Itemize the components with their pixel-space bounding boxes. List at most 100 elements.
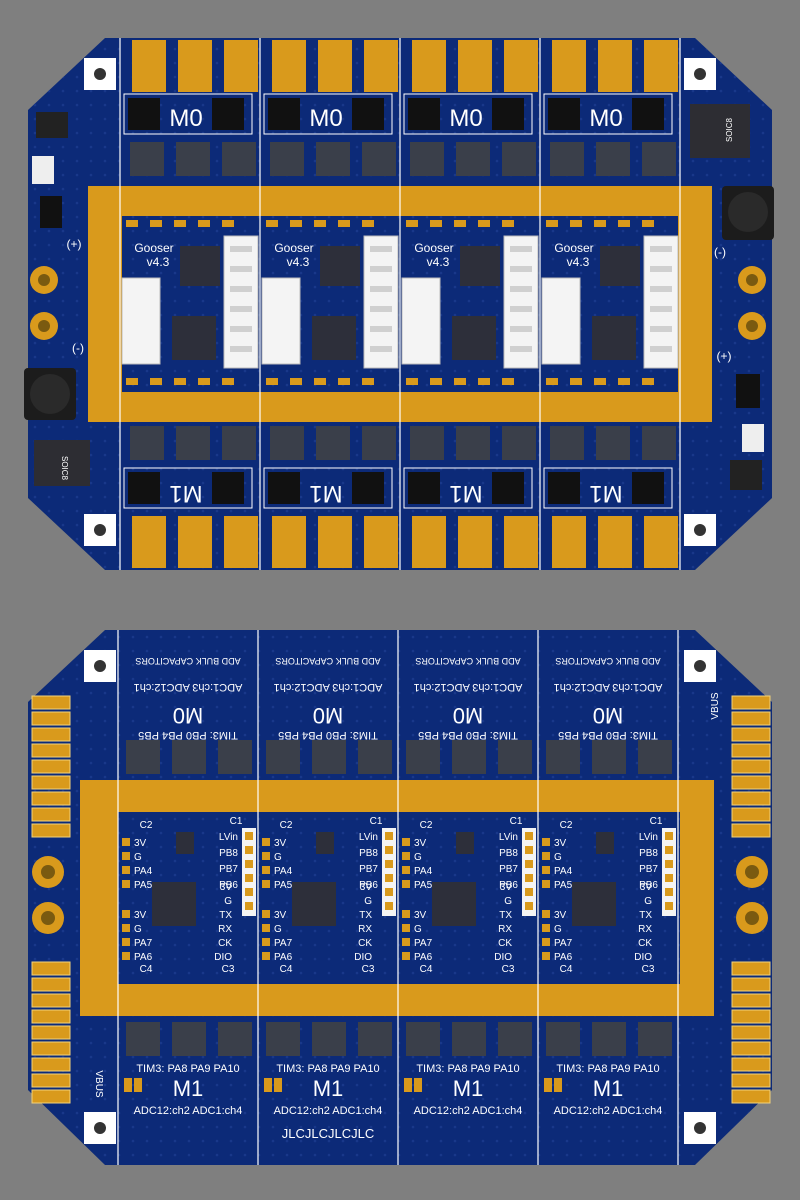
driver-fet: [126, 1022, 160, 1056]
side-pin: [731, 775, 771, 790]
pin-pad: [122, 852, 130, 860]
side-pin: [31, 791, 71, 806]
driver-fet: [222, 426, 256, 460]
plus-label-right: (+): [717, 349, 732, 363]
smd-cap: [502, 378, 514, 385]
smd-cap: [264, 1078, 272, 1092]
connector-pin: [370, 326, 392, 332]
driver-fet: [550, 426, 584, 460]
phase-pad-bottom: [598, 516, 632, 568]
connector-pin: [510, 346, 532, 352]
smd-cap: [124, 1078, 132, 1092]
smd-cap: [314, 220, 326, 227]
smd-cap: [222, 220, 234, 227]
jst-connector: [541, 277, 581, 365]
pin-label: PA5: [414, 880, 433, 891]
pin-label: LVin: [219, 832, 238, 843]
smd-cap: [222, 378, 234, 385]
mounting-hole-drill: [94, 1122, 106, 1134]
tim-bottom-label: TIM3: PA8 PA9 PA10: [556, 1063, 659, 1075]
pin-pad: [122, 838, 130, 846]
adc-top-label: ADC1:ch3 ADC12:ch1: [274, 681, 383, 693]
smd-cap: [430, 220, 442, 227]
pin-pad: [122, 866, 130, 874]
side-pin: [31, 1089, 71, 1104]
side-pin: [31, 823, 71, 838]
header-pin: [385, 846, 393, 854]
connector-pin: [510, 306, 532, 312]
minus-label-right: (-): [714, 245, 726, 259]
bulk-cap-note: ADD BULK CAPACITORS: [415, 656, 520, 666]
pin-label: G: [274, 924, 282, 935]
pin-label: LVin: [639, 832, 658, 843]
pin-label: RX: [498, 924, 512, 935]
pin-label: PA5: [274, 880, 293, 891]
driver-fet: [358, 740, 392, 774]
pin-pad: [122, 952, 130, 960]
driver-fet: [172, 740, 206, 774]
smd-cap: [266, 378, 278, 385]
phase-pad-bottom: [644, 516, 678, 568]
driver-fet: [130, 426, 164, 460]
driver-fet: [270, 426, 304, 460]
vbus-label-left: VBUS: [93, 1070, 104, 1098]
pin-label: PA6: [554, 952, 573, 963]
adc-bottom-label: ADC12:ch2 ADC1:ch4: [554, 1105, 663, 1117]
driver-fet: [638, 1022, 672, 1056]
mosfet: [212, 472, 244, 504]
pin-label: 3V: [554, 910, 567, 921]
connector-pin: [510, 326, 532, 332]
driver-fet: [498, 740, 532, 774]
side-pin: [731, 791, 771, 806]
mounting-hole-drill: [694, 524, 706, 536]
side-pin: [731, 807, 771, 822]
motor-label-m1: M1: [173, 1076, 204, 1101]
pin-label: G: [504, 896, 512, 907]
cap-c2-label: C2: [280, 820, 293, 831]
driver-fet: [410, 426, 444, 460]
side-pin: [731, 823, 771, 838]
connector-pin: [650, 266, 672, 272]
pin-pad: [542, 838, 550, 846]
driver-fet: [638, 740, 672, 774]
driver-fet: [642, 426, 676, 460]
header-pin: [525, 902, 533, 910]
pin-label: CK: [358, 938, 372, 949]
connector-pin: [650, 346, 672, 352]
pin-label: G: [224, 896, 232, 907]
pin-pad: [262, 838, 270, 846]
mcu-ic: [432, 882, 476, 926]
driver-fet: [550, 142, 584, 176]
tim-top-label: TIM3: PB0 PB4 PB5: [138, 729, 238, 741]
phase-pad-top: [598, 40, 632, 92]
header-pin: [665, 902, 673, 910]
phase-pad-top: [552, 40, 586, 92]
adc-top-label: ADC1:ch3 ADC12:ch1: [414, 681, 523, 693]
driver-fet: [358, 1022, 392, 1056]
pin-label: G: [364, 896, 372, 907]
minus-label-left: (-): [72, 341, 84, 355]
mosfet-outline: [543, 467, 673, 509]
cap-c3-label: C3: [362, 964, 375, 975]
pin-label: RX: [638, 924, 652, 935]
motor-label-m1: M1: [313, 1076, 344, 1101]
pin-label: PA7: [414, 938, 433, 949]
pin-label: G: [554, 852, 562, 863]
pin-label: PB8: [499, 848, 518, 859]
header-pin: [665, 832, 673, 840]
driver-fet: [456, 142, 490, 176]
header-pin: [525, 874, 533, 882]
cap-c4-label: C4: [280, 964, 293, 975]
header-pin: [385, 860, 393, 868]
mosfet-outline: [123, 93, 253, 135]
pin-label: G: [644, 896, 652, 907]
cap-c3-label: C3: [502, 964, 515, 975]
smd-cap: [414, 1078, 422, 1092]
board-version-label: v4.3: [427, 255, 450, 269]
